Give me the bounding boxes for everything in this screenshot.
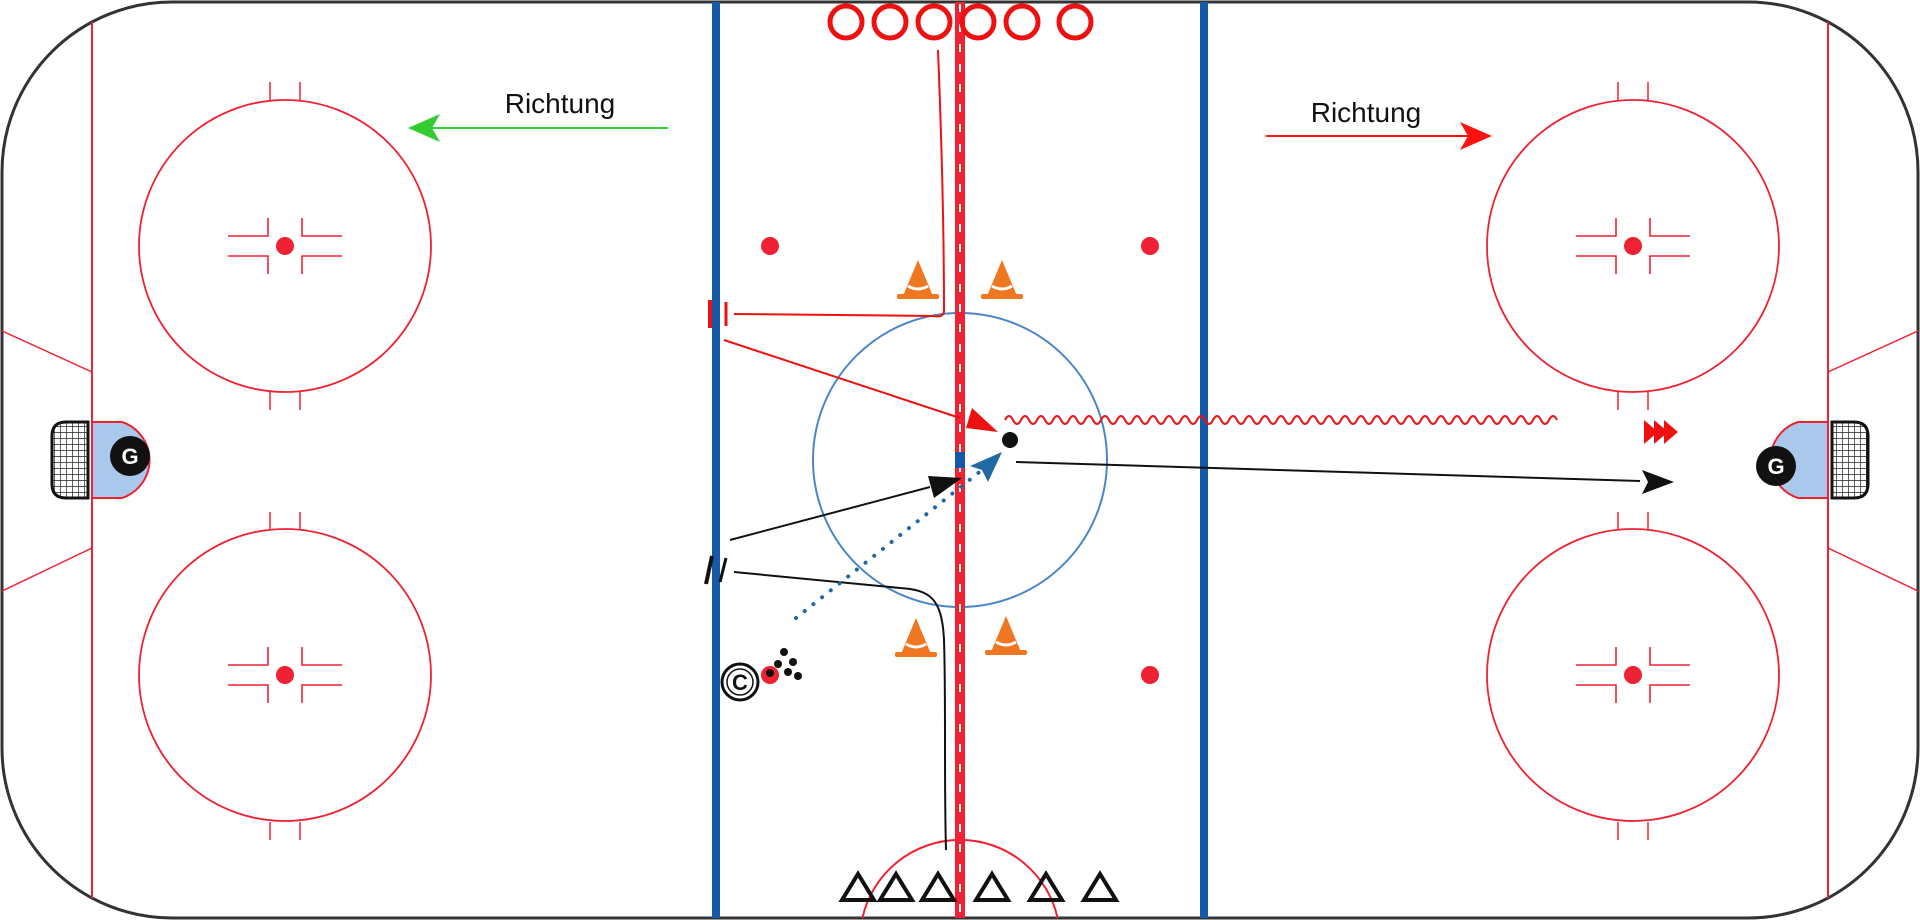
blue-line-left [712,2,720,918]
black-skate-arrow-long [1015,461,1674,494]
corner-line [1827,547,1918,593]
neutral-faceoff-dot [1141,237,1159,255]
black-skate-arrow [729,476,962,541]
neutral-faceoff-dot [761,237,779,255]
black-skate-path [733,571,947,851]
coach: C [720,662,760,702]
player-triangle-icon [876,870,916,902]
faceoff-circle-right-bottom [1486,512,1780,840]
puck-icon [784,668,792,676]
red-stop-marker [708,300,728,328]
player-circle-icon [1003,3,1041,41]
goalie-left-label: G [121,444,138,469]
cone-icon [985,616,1027,655]
puck-icon [774,660,782,668]
coach-label: C [732,670,748,695]
faceoff-circle-left-bottom [138,512,432,840]
corner-line [2,329,93,373]
direction-left-label: Richtung [505,88,616,119]
corner-line [2,547,93,593]
player-triangle-icon [1080,870,1120,902]
faceoff-circle-right-top [1486,82,1780,410]
cone-icon [981,260,1023,299]
player-triangle-icon [972,870,1012,902]
black-player-group [838,870,1120,902]
puck-icon [766,669,774,677]
direction-right-label: Richtung [1311,97,1422,128]
black-stop-marker [704,555,728,585]
cone-icon [897,260,939,299]
player-circle-icon [915,3,953,41]
puck-icon [780,648,788,656]
red-puck-carry-path [1004,415,1558,425]
faceoff-circle-left-top [138,82,432,410]
goal-net-icon [50,420,90,500]
direction-right-arrow [1266,122,1492,150]
red-skate-arrow [723,339,998,432]
player-triangle-icon [918,870,958,902]
puck-icon [794,672,802,680]
player-circle-icon [959,3,997,41]
coach-pass [794,452,1002,620]
blue-line-right [1200,2,1208,918]
red-player-group [827,3,1094,41]
direction-left-arrow [408,114,668,142]
player-triangle-icon [1026,870,1066,902]
player-circle-icon [1056,3,1094,41]
puck-icon [1002,432,1018,448]
corner-line [1827,329,1918,373]
goalie-right: G [1756,446,1796,486]
goal-net-icon [1830,420,1870,500]
center-faceoff-dot [955,452,965,468]
red-skate-path [733,49,946,318]
neutral-faceoff-dot [1141,666,1159,684]
cone-icon [895,618,937,657]
player-triangle-icon [838,870,878,902]
player-circle-icon [871,3,909,41]
puck-pile [766,648,802,680]
goalie-right-label: G [1767,454,1784,479]
player-circle-icon [827,3,865,41]
goalie-left: G [110,436,150,476]
shot-arrow-icon [1644,420,1678,444]
puck-icon [789,658,797,666]
